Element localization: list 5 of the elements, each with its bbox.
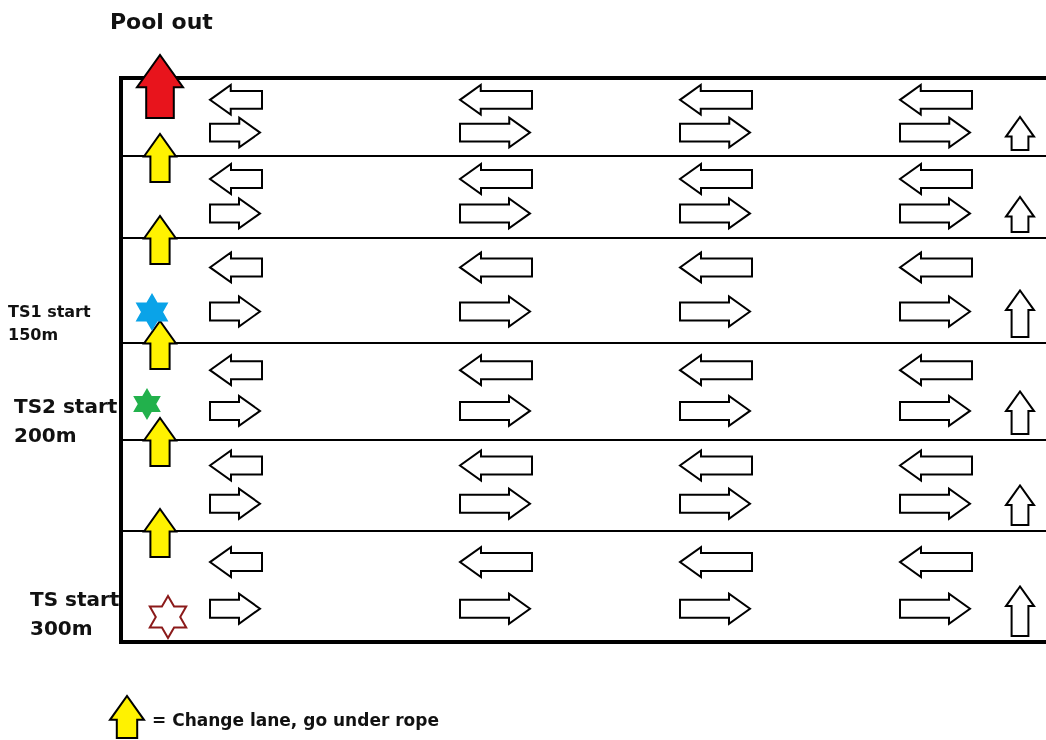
lane-label: TS2 start 200m xyxy=(14,393,118,449)
lane-label: TS start 300m xyxy=(30,586,120,642)
lane-label: Pool out xyxy=(110,8,214,36)
lane-label: TS1 start 150m xyxy=(8,301,92,347)
legend-text: = Change lane, go under rope xyxy=(152,709,439,732)
